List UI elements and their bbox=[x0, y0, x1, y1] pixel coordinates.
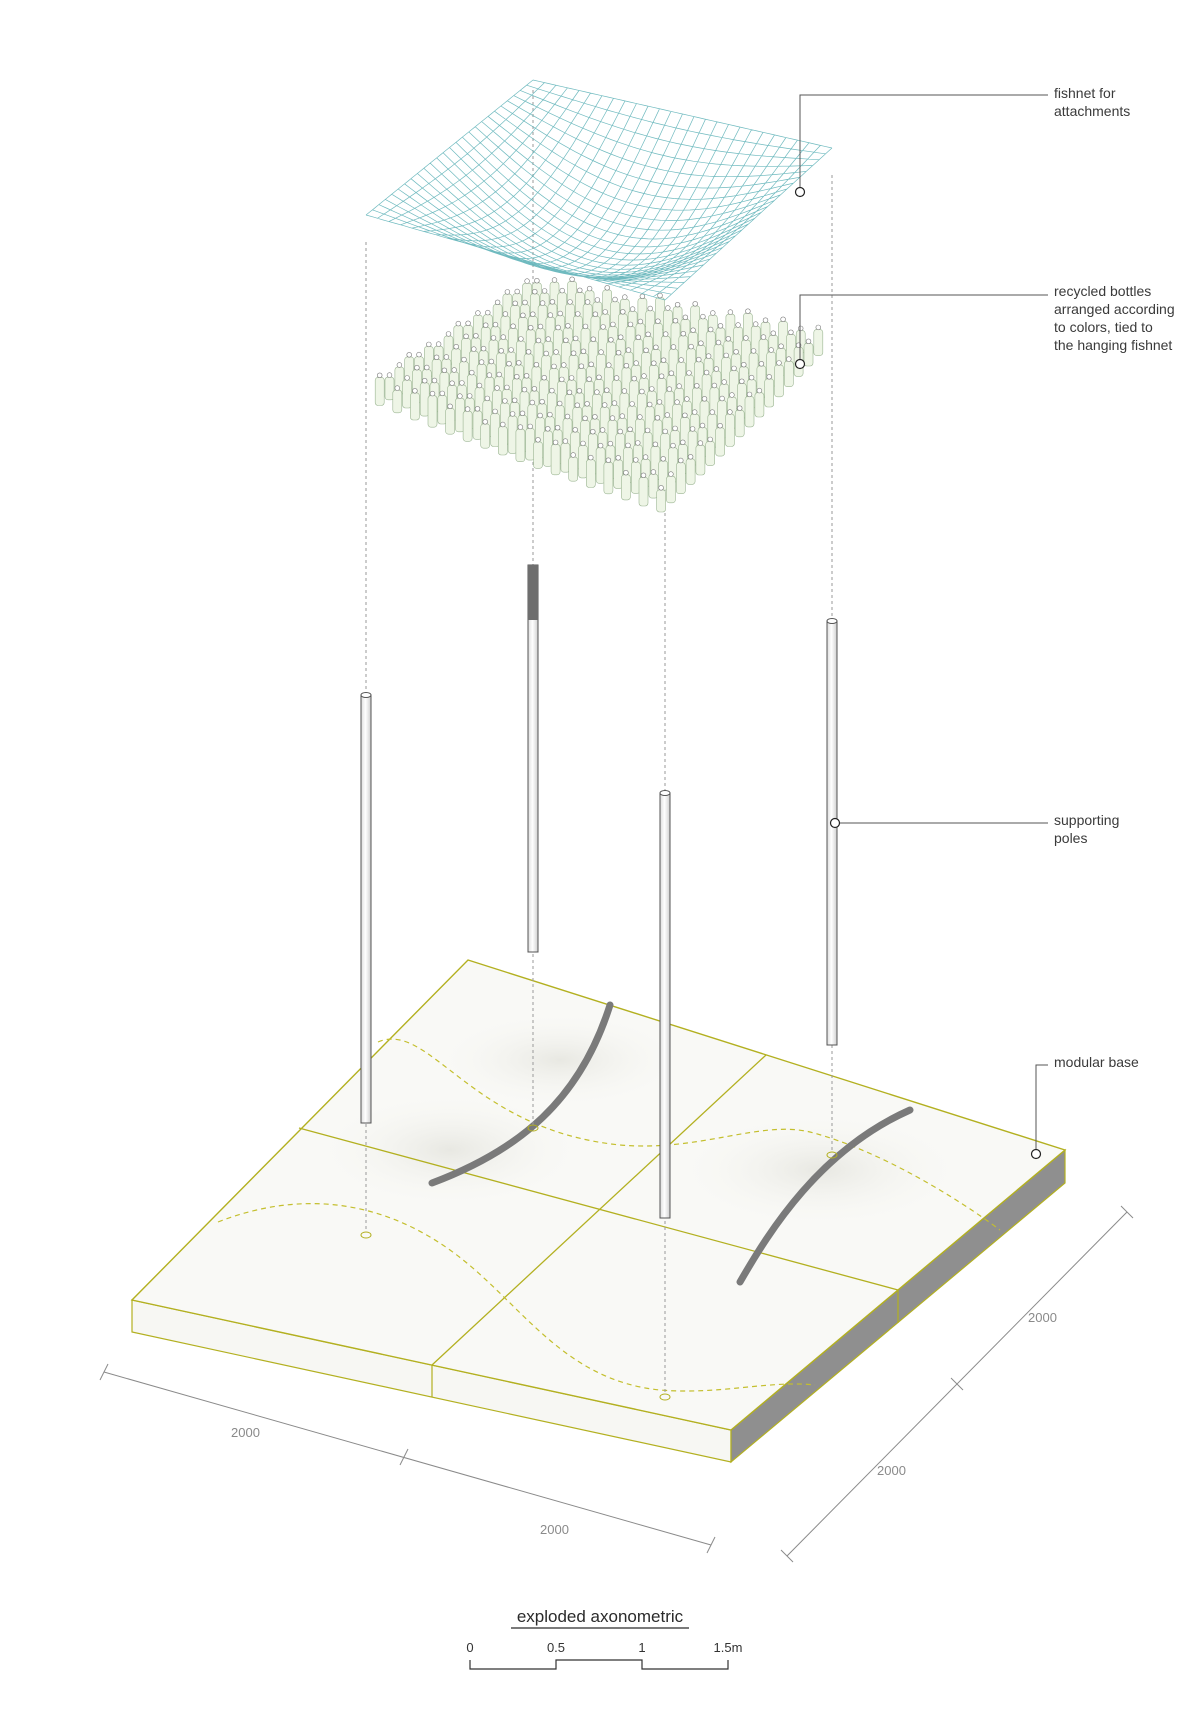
bottle bbox=[525, 423, 536, 461]
pole-footprint bbox=[360, 1231, 372, 1239]
bottle bbox=[410, 388, 420, 421]
callout-leader bbox=[799, 94, 1048, 192]
bottle bbox=[384, 372, 395, 401]
scale-label-0-5: 0.5 bbox=[547, 1640, 565, 1655]
bottle bbox=[813, 324, 824, 356]
pole bbox=[826, 618, 838, 1046]
bottle bbox=[685, 454, 696, 485]
callout-leader bbox=[1035, 1064, 1048, 1154]
callout-marker bbox=[829, 817, 841, 829]
pole bbox=[360, 692, 372, 1124]
bottle bbox=[392, 385, 403, 414]
dimension-label-right-outer: 2000 bbox=[1028, 1310, 1057, 1325]
dimension-tick bbox=[706, 1536, 716, 1554]
callout-fishnet: fishnet for attachments bbox=[1054, 85, 1130, 119]
bottle bbox=[715, 423, 725, 457]
callouts bbox=[799, 94, 1048, 1154]
bottle bbox=[533, 437, 543, 469]
dimension-line-left bbox=[103, 1371, 712, 1546]
callout-leader bbox=[799, 294, 1048, 364]
dimension-tick bbox=[1120, 1205, 1134, 1219]
bottle bbox=[764, 374, 775, 408]
bottle bbox=[437, 390, 448, 425]
base-strip bbox=[736, 1106, 914, 1286]
bottle bbox=[560, 438, 571, 473]
bottle bbox=[638, 472, 649, 507]
dimension-label-right-inner: 2000 bbox=[877, 1463, 906, 1478]
callout-marker bbox=[794, 358, 806, 370]
pole-footprint bbox=[659, 1393, 671, 1401]
bottle bbox=[507, 411, 518, 454]
dimension-lines bbox=[99, 1205, 1134, 1563]
bottle bbox=[374, 372, 385, 406]
bottle bbox=[695, 440, 706, 476]
pole bbox=[527, 564, 539, 953]
scale-bar-line bbox=[469, 1659, 729, 1670]
supporting-poles bbox=[360, 564, 838, 1219]
base-division-line bbox=[298, 1127, 899, 1291]
bottle bbox=[754, 387, 765, 418]
scale-label-1-5m: 1.5m bbox=[714, 1640, 743, 1655]
bottle bbox=[705, 436, 716, 466]
bottle bbox=[497, 421, 508, 456]
bottle bbox=[774, 360, 784, 398]
callout-markers bbox=[794, 186, 1042, 1160]
dimension-tick bbox=[99, 1363, 109, 1381]
recycled-bottles bbox=[374, 276, 824, 513]
pole-footprint bbox=[826, 1151, 838, 1159]
bottle bbox=[427, 390, 438, 428]
bottle bbox=[783, 356, 794, 388]
callout-marker bbox=[794, 186, 806, 198]
base-division-line bbox=[431, 1054, 767, 1366]
base-shade bbox=[430, 1010, 690, 1110]
bottle bbox=[803, 338, 814, 367]
bottle bbox=[734, 405, 745, 438]
fishnet-mesh bbox=[365, 79, 833, 301]
bottle bbox=[675, 457, 686, 495]
dimension-tick bbox=[950, 1377, 964, 1391]
dimension-label-left-inner: 2000 bbox=[540, 1522, 569, 1537]
base-wave-curve bbox=[217, 1203, 816, 1392]
diagram-title: exploded axonometric bbox=[517, 1607, 684, 1626]
scale-bar bbox=[469, 1659, 729, 1670]
dimension-label-left-outer: 2000 bbox=[231, 1425, 260, 1440]
bottle bbox=[585, 454, 596, 488]
modular-base bbox=[130, 959, 1067, 1464]
bottle bbox=[613, 455, 624, 489]
bottle bbox=[472, 406, 483, 440]
base-shade bbox=[310, 1090, 590, 1210]
pole bbox=[659, 790, 671, 1219]
fishnet bbox=[365, 79, 833, 301]
bottle bbox=[462, 406, 473, 442]
bottle bbox=[656, 485, 666, 513]
callout-bottles: recycled bottles arranged according to c… bbox=[1054, 283, 1179, 353]
callout-base: modular base bbox=[1054, 1054, 1139, 1070]
bottle bbox=[621, 470, 631, 501]
bottle bbox=[480, 419, 491, 449]
bottle bbox=[603, 457, 614, 495]
bottle bbox=[550, 439, 561, 476]
bottle bbox=[744, 391, 755, 428]
base-strip bbox=[428, 1001, 614, 1187]
dimension-tick bbox=[399, 1448, 409, 1466]
bottle bbox=[455, 393, 465, 433]
dimension-tick bbox=[780, 1549, 794, 1563]
bottle bbox=[515, 424, 526, 463]
bottle bbox=[648, 469, 659, 499]
scale-label-0: 0 bbox=[466, 1640, 473, 1655]
bottle bbox=[568, 452, 579, 482]
bottle bbox=[419, 378, 430, 417]
bottle bbox=[666, 471, 676, 504]
callout-marker bbox=[1030, 1148, 1042, 1160]
callout-poles: supporting poles bbox=[1054, 812, 1123, 846]
scale-label-1: 1 bbox=[638, 1640, 645, 1655]
bottle bbox=[725, 409, 735, 447]
bottle bbox=[445, 403, 455, 435]
